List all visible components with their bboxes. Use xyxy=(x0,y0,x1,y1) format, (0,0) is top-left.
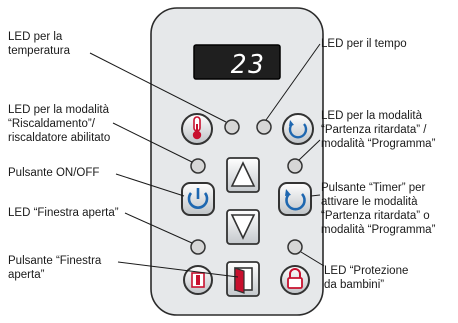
power-icon xyxy=(187,188,209,209)
display-digits: 23 xyxy=(231,50,266,80)
time-led xyxy=(256,119,272,135)
timer-large-icon xyxy=(285,189,306,211)
window-small-icon xyxy=(191,272,205,288)
lock-icon xyxy=(287,268,303,289)
callout-line-window-led xyxy=(124,212,193,244)
window-button[interactable] xyxy=(226,261,260,297)
label-delay-led: LED per la modalità “Partenza ritardata”… xyxy=(321,110,436,150)
window-small-button[interactable] xyxy=(183,265,213,295)
window-led xyxy=(190,239,206,255)
delay-mode-led xyxy=(287,158,303,174)
label-timer-button: Pulsante “Timer” per attivare le modalit… xyxy=(321,182,436,236)
label-heating-led: LED per la modalità “Riscaldamento”/ ris… xyxy=(8,104,111,144)
arrow-up-icon xyxy=(230,161,256,187)
label-power-button: Pulsante ON/OFF xyxy=(8,167,100,179)
lock-button[interactable] xyxy=(280,265,310,295)
window-icon xyxy=(234,267,253,294)
timer-icon xyxy=(288,120,308,139)
callout-lines xyxy=(89,43,325,278)
display-screen xyxy=(193,44,281,80)
temperature-led xyxy=(224,119,240,135)
heating-led xyxy=(190,158,206,174)
thermometer-icon xyxy=(192,116,202,140)
label-temperature-led: LED per la temperatura xyxy=(8,31,71,57)
callout-line-power xyxy=(115,173,185,197)
callout-line-delay-led xyxy=(298,139,321,161)
arrow-down-icon xyxy=(230,214,256,240)
timer-button-small[interactable] xyxy=(282,113,314,145)
thermometer-button[interactable] xyxy=(181,113,213,145)
power-button[interactable] xyxy=(181,182,215,216)
child-lock-led xyxy=(287,239,303,255)
callout-line-time-led xyxy=(265,43,321,121)
label-child-lock-led: LED “Protezione da bambini” xyxy=(324,265,409,291)
label-window-button: Pulsante “Finestra aperta” xyxy=(8,255,102,281)
timer-button[interactable] xyxy=(278,182,312,216)
callout-line-timer xyxy=(310,194,321,197)
callout-line-heating-led xyxy=(112,122,193,163)
label-window-led: LED “Finestra aperta” xyxy=(8,207,119,219)
callout-line-child-led xyxy=(300,251,325,267)
callout-line-temp-led xyxy=(89,52,227,123)
callout-line-window-btn xyxy=(117,261,239,278)
down-button[interactable] xyxy=(226,209,260,245)
up-button[interactable] xyxy=(226,157,260,193)
label-time-led: LED per il tempo xyxy=(321,38,407,50)
